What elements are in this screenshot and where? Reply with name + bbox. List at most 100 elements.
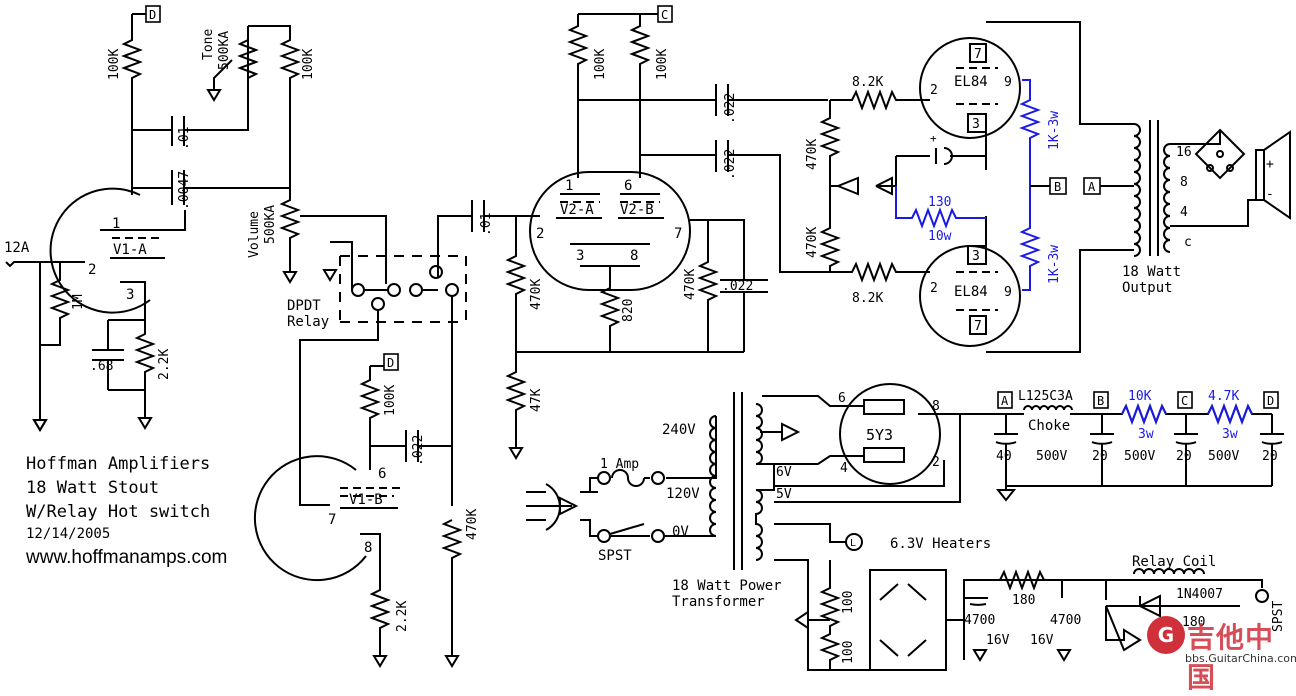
- filter-cap-40: [994, 414, 1018, 502]
- node-c-box-1: [657, 5, 673, 23]
- v1a-cathode: [120, 281, 146, 320]
- r-82k-top: [830, 89, 930, 111]
- relay-label: Relay: [287, 314, 329, 330]
- r-470k-label-6: 470K: [805, 139, 820, 170]
- r-100k-label-4: 100K: [593, 49, 608, 80]
- pt-secondaries: [755, 403, 775, 561]
- v1a-pin2: 2: [88, 262, 96, 278]
- cap-20-label-3: 20: [1262, 449, 1278, 464]
- relay-470k-resistor: [441, 296, 463, 668]
- v2a-pin2: 2: [536, 226, 544, 242]
- switch-dot-2: [1206, 164, 1214, 172]
- v1b-plate-resistor: [359, 365, 384, 470]
- r-470k-label-4: 470K: [529, 279, 544, 310]
- cap-022-v2a-out: [578, 84, 828, 116]
- 5y3-pin4: 4: [840, 461, 848, 476]
- v1b-pin6: 6: [378, 466, 386, 482]
- v6-label: 6V: [776, 465, 792, 480]
- v2-pin8: 8: [630, 248, 638, 264]
- r-82k-label-1: 8.2K: [852, 75, 883, 90]
- speaker-icon: [1255, 130, 1291, 220]
- tube-v1b-envelope: [253, 455, 367, 582]
- spst-line: [580, 519, 716, 537]
- imp-c: c: [1184, 235, 1192, 250]
- cap-022-label-3: .022: [723, 149, 738, 180]
- spk-minus: -: [1266, 187, 1274, 202]
- v1a-cathode-cap: [92, 320, 124, 390]
- el84-bot-pin9: 9: [1004, 285, 1012, 300]
- switch-dot-1: [1216, 150, 1224, 158]
- volume-pot: [279, 188, 301, 284]
- v1a-plate-wire: [100, 210, 186, 231]
- credit-line-3: W/Relay Hot switch: [26, 502, 211, 522]
- v2-grid-resistor: [505, 216, 744, 353]
- watermark-url: bbs.GuitarChina.com: [1185, 652, 1296, 665]
- v2-47k-resistor: [505, 352, 527, 460]
- cap-68-label: .68: [90, 359, 113, 374]
- bridge-box: [869, 569, 947, 671]
- relay-supply: [1062, 579, 1263, 600]
- v2a-pin1: 1: [565, 178, 573, 194]
- v2b-pin7: 7: [674, 226, 682, 242]
- cap-plus-label: +: [930, 132, 937, 145]
- v5-label: 5V: [776, 487, 792, 502]
- v1b-label: V1-B: [349, 492, 383, 508]
- v1b-cathode-resistor: [360, 533, 391, 668]
- r-100-label-2: 100: [841, 641, 856, 664]
- v2b-grid-resistor: [690, 219, 719, 352]
- 5y3-plate-2: [863, 447, 905, 463]
- v1a-pin1: 1: [112, 216, 120, 232]
- cap-022-v2b-grid: [708, 219, 768, 352]
- cap-16v-label-1: 16V: [986, 633, 1010, 648]
- input-wire: [5, 261, 41, 420]
- r-4.7k-3w: [1207, 403, 1253, 425]
- diode-1n4007: [1106, 594, 1240, 618]
- credit-url[interactable]: www.hoffmanamps.com: [26, 547, 228, 568]
- bias-arrow-2: [875, 156, 897, 196]
- r-180-label-1: 180: [1012, 593, 1035, 608]
- cap-01-tone: [132, 90, 249, 146]
- v240-label: 240V: [662, 422, 696, 438]
- r-470k-label-5: 470K: [683, 269, 698, 300]
- fuse-label: 1 Amp: [600, 457, 639, 472]
- relay-coil: [1133, 568, 1205, 575]
- cap-022-label-1: .022: [411, 435, 426, 466]
- v2-cathode-resistor: [599, 266, 621, 352]
- r-4.7k-label: 4.7K: [1208, 389, 1239, 404]
- r-100k-label-5: 100K: [655, 49, 670, 80]
- imp-16: 16: [1176, 145, 1192, 160]
- fuse-terminal-1: [597, 471, 611, 485]
- cap-022-v1b: [370, 430, 452, 462]
- r-100-label-1: 100: [841, 591, 856, 614]
- volume-label: Volume: [247, 211, 262, 258]
- relay-contact-5: [429, 265, 443, 279]
- cap-022-v2b-out: [640, 140, 830, 273]
- v1a-label: V1-A: [113, 242, 147, 258]
- r-47k-label: 47K: [529, 388, 544, 412]
- tone-label: Tone: [201, 29, 216, 60]
- cap-01-v2: [466, 200, 540, 232]
- el84-top-pin3-box: [967, 113, 987, 133]
- el84-cathode-cap: [896, 147, 986, 165]
- v2b-plate-resistor: [578, 13, 658, 178]
- el84-bot-label: EL84: [954, 284, 988, 300]
- cap-022-label-2: .022: [723, 93, 738, 124]
- schematic: 12A 1M 1 V1-A 2 3 .68 2.2K D 100K .01 .0…: [4, 5, 1291, 671]
- cap-0047: [132, 170, 290, 205]
- r-10w-label: 10w: [928, 229, 952, 244]
- ot-core: [1149, 120, 1159, 256]
- relay-contact-3: [387, 283, 401, 297]
- v2a-plate-resistor: [567, 14, 589, 178]
- 5y3-pin6: 6: [838, 391, 846, 406]
- cap-022-label-4: .022: [722, 279, 753, 294]
- v120-label: 120V: [666, 486, 700, 502]
- hum-balance-resistors: [819, 560, 841, 670]
- node-a-2: A: [1001, 394, 1009, 408]
- imp-4: 4: [1180, 205, 1188, 220]
- v0-label: 0V: [672, 524, 689, 540]
- hum-ground: [794, 610, 830, 630]
- watermark-logo-icon: G: [1147, 616, 1185, 654]
- pt-label-1: 18 Watt Power: [672, 578, 782, 594]
- cap-0047-label: .0047: [177, 171, 192, 210]
- r-470k-label-3: 470K: [465, 509, 480, 540]
